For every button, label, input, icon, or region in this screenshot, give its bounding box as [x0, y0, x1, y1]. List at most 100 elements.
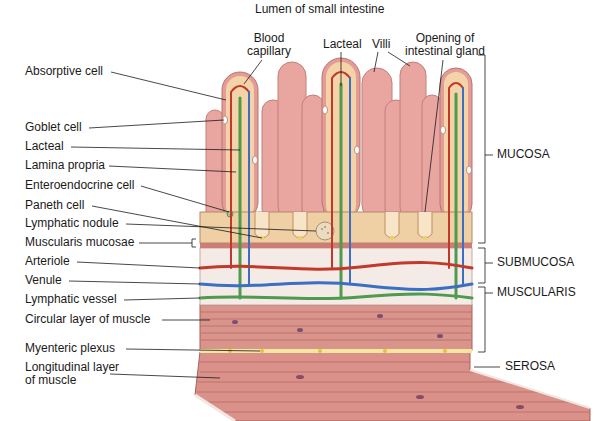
leader-line: [109, 166, 236, 172]
circular-muscle: [200, 340, 472, 341]
mucosa-base: [255, 212, 269, 238]
layer-bracket: [485, 293, 493, 294]
circular-muscle: [297, 328, 303, 332]
mucosa-base: [418, 212, 432, 238]
longitudinal-muscle: [195, 395, 235, 421]
layer-bracket: [478, 55, 493, 352]
villus: [422, 95, 442, 220]
longitudinal-muscle: [296, 375, 524, 409]
leader-line: [425, 60, 443, 212]
leader-line: [71, 147, 240, 150]
leader-line: [92, 206, 262, 238]
goblet-cell: [355, 146, 360, 154]
blood-vessel: [239, 98, 242, 298]
part-label: Opening of intestinal gland: [403, 32, 487, 58]
leader-line: [341, 52, 342, 86]
leader-line: [126, 224, 316, 231]
region-label: Lumen of small intestine: [255, 3, 384, 16]
mucosa-base: [321, 226, 329, 234]
part-label: Lymphatic vessel: [25, 293, 117, 306]
longitudinal-muscle: [200, 362, 470, 363]
leader-line: [89, 120, 224, 128]
blood-vessel: [200, 283, 472, 290]
longitudinal-muscle: [470, 370, 590, 408]
leader-line: [474, 367, 500, 368]
longitudinal-muscle: [195, 352, 590, 421]
part-label: Longitudinal layer of muscle: [25, 361, 129, 387]
circular-muscle: [377, 314, 383, 318]
longitudinal-muscle: [205, 402, 571, 403]
circular-muscle: [200, 333, 472, 334]
mucosa-base: [385, 212, 399, 238]
part-label: Muscularis mucosae: [25, 236, 134, 249]
layer-bracket: [478, 287, 485, 352]
longitudinal-muscle: [195, 352, 590, 421]
part-label: Venule: [25, 274, 62, 287]
layer-bracket: [478, 248, 485, 283]
part-label: Absorptive cell: [25, 65, 103, 78]
part-label: Myenteric plexus: [25, 342, 115, 355]
goblet-cell: [223, 106, 472, 174]
leader-line: [126, 349, 260, 351]
circular-muscle: [232, 314, 443, 338]
blood-vessel: [248, 92, 250, 284]
circular-muscle: [437, 334, 443, 338]
longitudinal-muscle: [197, 392, 539, 393]
part-label: Villi: [372, 38, 390, 51]
part-label: Circular layer of muscle: [25, 313, 150, 326]
leader-line: [162, 320, 210, 321]
part-label: Blood capillary: [241, 32, 297, 58]
layer-bracket: [478, 55, 485, 243]
myenteric-plexus: [260, 349, 264, 353]
layer-bracket: [485, 155, 493, 156]
blood-vessel: [200, 72, 472, 299]
villus: [302, 95, 324, 220]
layer-bracket: [485, 263, 493, 264]
mucosa-base: [298, 236, 302, 240]
goblet-cell: [467, 166, 472, 174]
mucosa-base: [390, 236, 394, 240]
mucosa-base: [260, 236, 427, 240]
circular-muscle: [200, 319, 472, 320]
longitudinal-muscle: [296, 375, 304, 379]
part-label: Paneth cell: [25, 199, 84, 212]
leader-line: [111, 72, 226, 100]
leader-line: [69, 52, 500, 378]
leader-line: [141, 186, 229, 212]
leader-line: [244, 60, 262, 84]
layer-label: MUCOSA: [497, 148, 550, 161]
part-label: Lacteal: [25, 140, 64, 153]
layer-label: SUBMUCOSA: [497, 256, 574, 269]
part-label: Lamina propria: [25, 159, 105, 172]
blood-vessel: [455, 94, 458, 298]
villus: [206, 110, 224, 220]
villus-section: [222, 58, 472, 220]
part-label: Arteriole: [25, 255, 70, 268]
mucosa-base: [324, 226, 326, 228]
leader-line: [77, 262, 200, 268]
leader-line: [139, 243, 192, 244]
part-label: Lacteal: [323, 38, 362, 51]
longitudinal-muscle: [200, 372, 476, 373]
leader-line: [124, 298, 200, 300]
leader-line: [110, 374, 220, 378]
goblet-cell: [323, 106, 328, 114]
circular-muscle: [200, 305, 472, 350]
blood-vessel: [200, 263, 472, 270]
circular-muscle: [200, 326, 472, 327]
mucosa-base: [255, 212, 432, 238]
blood-vessel: [462, 88, 464, 284]
myenteric-plexus: [443, 349, 447, 353]
circular-muscle: [200, 305, 472, 350]
mucosa-base: [321, 228, 323, 230]
circular-muscle: [232, 320, 238, 324]
mucosa-base: [327, 232, 329, 234]
mucosa-base: [293, 212, 307, 238]
myenteric-plexus: [383, 349, 387, 353]
blood-vessel: [340, 84, 343, 298]
leader-line: [192, 239, 196, 247]
part-label: Enteroendocrine cell: [25, 179, 134, 192]
